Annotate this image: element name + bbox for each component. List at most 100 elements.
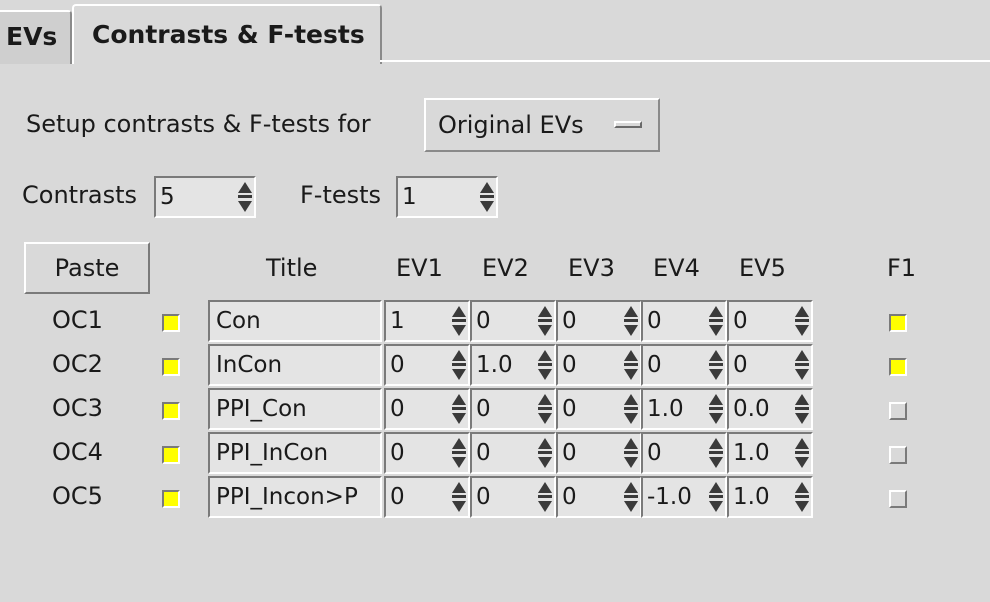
spin-arrows-icon[interactable] [624,394,638,424]
ev-weight-spinbox[interactable]: 0 [384,432,470,474]
ev-weight-spinbox[interactable]: 0 [556,344,642,386]
ev-weight-spinbox[interactable]: 0 [727,344,813,386]
spin-arrows-icon[interactable] [538,482,552,512]
ev-weight-spinbox[interactable]: 0 [556,432,642,474]
ev-weight-spinbox[interactable]: 1.0 [727,476,813,518]
ev-weight-spinbox[interactable]: 0 [384,476,470,518]
contrast-title-input[interactable]: PPI_Incon>P [208,476,382,518]
ev-weight-value: 1.0 [647,396,684,422]
spin-arrows-icon[interactable] [452,350,466,380]
spin-arrows-icon[interactable] [452,394,466,424]
ev-weight-spinbox[interactable]: 0 [470,432,556,474]
ftests-spinbox[interactable]: 1 [396,176,498,218]
spin-arrows-icon[interactable] [795,482,809,512]
ftest-checkbox[interactable] [889,446,907,464]
tab-evs[interactable]: EVs [0,10,72,64]
spin-arrows-icon[interactable] [709,438,723,468]
spin-arrows-icon[interactable] [538,394,552,424]
ev-weight-spinbox[interactable]: 0 [470,388,556,430]
ftest-checkbox[interactable] [889,314,907,332]
tab-contrasts-ftests[interactable]: Contrasts & F-tests [72,4,382,64]
ev-weight-value: 0 [733,352,748,378]
f-header-1: F1 [887,254,917,282]
contrasts-spinbox[interactable]: 5 [154,176,256,218]
spin-arrows-icon[interactable] [480,182,494,212]
ev-weight-spinbox[interactable]: 0.0 [727,388,813,430]
ev-weight-value: 0 [390,484,405,510]
ev-weight-value: 0 [476,396,491,422]
spin-arrows-icon[interactable] [624,438,638,468]
ftest-checkbox[interactable] [889,402,907,420]
ev-weight-value: 0 [562,352,577,378]
spin-arrows-icon[interactable] [795,350,809,380]
spin-arrows-icon[interactable] [238,182,252,212]
spin-arrows-icon[interactable] [538,306,552,336]
spin-arrows-icon[interactable] [709,482,723,512]
ftests-label: F-tests [300,181,382,209]
contrast-enable-checkbox[interactable] [162,314,180,332]
ftest-checkbox[interactable] [889,358,907,376]
ev-weight-spinbox[interactable]: 1.0 [641,388,727,430]
ev-header-3: EV3 [568,254,615,282]
spin-arrows-icon[interactable] [452,306,466,336]
ev-weight-spinbox[interactable]: 1.0 [470,344,556,386]
ev-weight-value: 1.0 [733,484,770,510]
ev-weight-spinbox[interactable]: 0 [470,476,556,518]
contrast-title-input[interactable]: InCon [208,344,382,386]
spin-arrows-icon[interactable] [624,350,638,380]
contrast-title-input[interactable]: PPI_Con [208,388,382,430]
contrast-title-input[interactable]: Con [208,300,382,342]
ev-weight-spinbox[interactable]: -1.0 [641,476,727,518]
ev-weight-spinbox[interactable]: 0 [556,476,642,518]
ev-weight-spinbox[interactable]: 0 [384,388,470,430]
ev-weight-spinbox[interactable]: 0 [384,344,470,386]
ev-weight-value: 0 [390,396,405,422]
ev-weight-spinbox[interactable]: 0 [470,300,556,342]
spin-arrows-icon[interactable] [452,438,466,468]
setup-option-menu[interactable]: Original EVs [424,98,660,152]
contrast-row-name: OC4 [52,438,103,466]
option-menu-indicator-icon [614,121,642,128]
ev-weight-value: 0 [733,308,748,334]
spin-arrows-icon[interactable] [624,306,638,336]
ev-weight-value: 0 [562,484,577,510]
spin-arrows-icon[interactable] [538,438,552,468]
ev-weight-spinbox[interactable]: 0 [641,432,727,474]
setup-option-value: Original EVs [438,111,584,139]
ev-weight-spinbox[interactable]: 0 [727,300,813,342]
paste-button[interactable]: Paste [24,242,150,294]
spin-arrows-icon[interactable] [795,438,809,468]
contrast-enable-checkbox[interactable] [162,490,180,508]
spin-arrows-icon[interactable] [795,306,809,336]
spin-arrows-icon[interactable] [624,482,638,512]
spin-arrows-icon[interactable] [709,350,723,380]
spin-arrows-icon[interactable] [452,482,466,512]
contrast-row-name: OC3 [52,394,103,422]
spin-arrows-icon[interactable] [538,350,552,380]
ev-weight-spinbox[interactable]: 1 [384,300,470,342]
contrast-enable-checkbox[interactable] [162,402,180,420]
contrast-enable-checkbox[interactable] [162,446,180,464]
ev-weight-spinbox[interactable]: 0 [556,388,642,430]
spin-arrows-icon[interactable] [795,394,809,424]
ev-weight-spinbox[interactable]: 1.0 [727,432,813,474]
ev-header-4: EV4 [653,254,700,282]
ev-weight-value: 1 [390,308,405,334]
contrast-row-name: OC1 [52,306,103,334]
spin-arrows-icon[interactable] [709,306,723,336]
ev-weight-value: 0 [562,308,577,334]
tab-bar: EVs Contrasts & F-tests [0,0,990,64]
ev-weight-value: -1.0 [647,484,692,510]
ev-weight-value: 1.0 [733,440,770,466]
ev-header-5: EV5 [739,254,786,282]
title-header: Title [266,254,318,282]
ev-weight-spinbox[interactable]: 0 [641,300,727,342]
contrast-title-input[interactable]: PPI_InCon [208,432,382,474]
ev-weight-value: 0 [562,396,577,422]
ev-weight-spinbox[interactable]: 0 [641,344,727,386]
spin-arrows-icon[interactable] [709,394,723,424]
contrasts-label: Contrasts [22,181,138,209]
contrast-enable-checkbox[interactable] [162,358,180,376]
ftest-checkbox[interactable] [889,490,907,508]
ev-weight-spinbox[interactable]: 0 [556,300,642,342]
